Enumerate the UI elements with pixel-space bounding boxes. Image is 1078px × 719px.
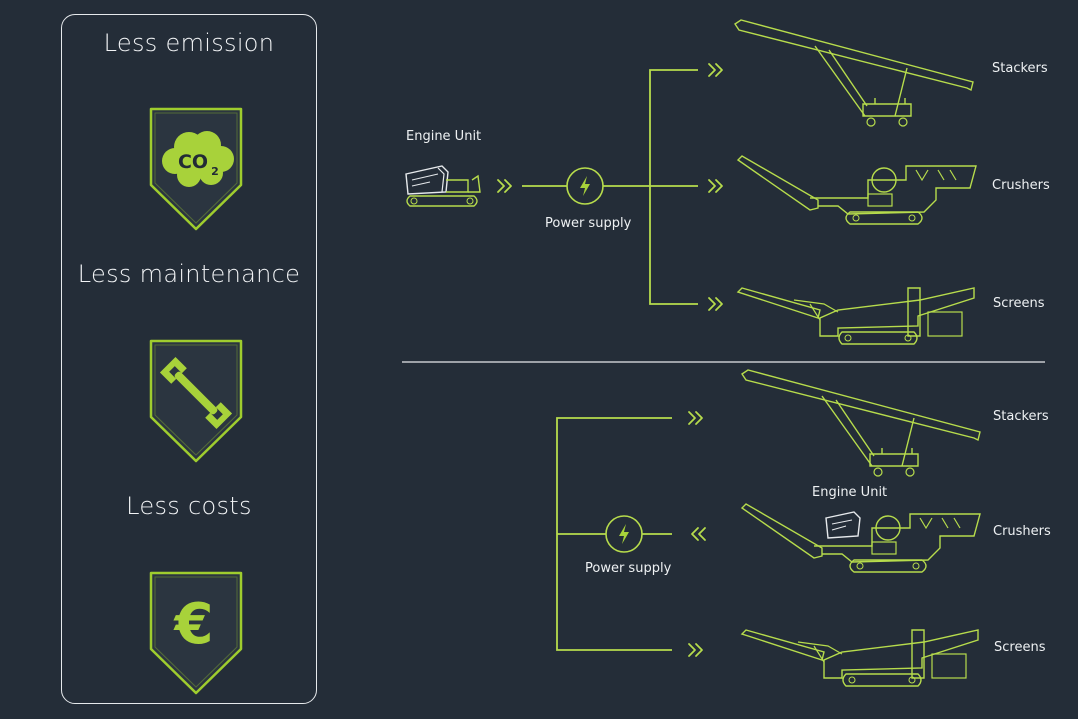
chevron-right-icon [708,297,723,311]
stackers-label: Stackers [992,61,1048,76]
screens-label: Screens [994,640,1046,655]
stacker-machine-icon [741,369,981,477]
stacker-machine-icon [734,19,974,127]
power-supply-icon [566,167,604,205]
chevron-left-icon [691,527,706,541]
crushers-label: Crushers [993,524,1051,539]
engine-unit-label: Engine Unit [406,129,482,144]
wrench-icon [145,335,247,465]
co2-subscript: 2 [211,165,219,178]
power-supply-label: Power supply [545,216,632,231]
crusher-machine-icon [741,503,981,573]
co2-cloud-icon: CO 2 [145,103,247,233]
benefits-panel: Less emission CO 2 Less maintenance [61,14,317,704]
euro-text: € [173,592,214,657]
crushers-label: Crushers [992,178,1050,193]
power-supply-label: Power supply [585,561,672,576]
crusher-machine-icon [737,155,977,225]
top-diagram [405,19,977,345]
screen-machine-icon [737,287,975,345]
stackers-label: Stackers [993,409,1049,424]
chevron-right-icon [688,643,703,657]
euro-icon: € [145,567,247,697]
screen-machine-icon [741,629,979,687]
benefit-title-costs: Less costs [126,492,252,520]
engine-unit-icon [825,511,861,539]
screens-label: Screens [993,296,1045,311]
engine-unit-label: Engine Unit [812,485,888,500]
power-supply-icon [605,515,643,553]
benefit-title-maintenance: Less maintenance [77,260,301,288]
chevron-right-icon [497,179,512,193]
chevron-right-icon [688,411,703,425]
benefit-title-emission: Less emission [103,29,275,57]
co2-text: CO [178,151,208,173]
chevron-right-icon [708,179,723,193]
engine-unit-icon [405,165,481,207]
bottom-diagram [556,369,981,687]
chevron-right-icon [708,63,723,77]
